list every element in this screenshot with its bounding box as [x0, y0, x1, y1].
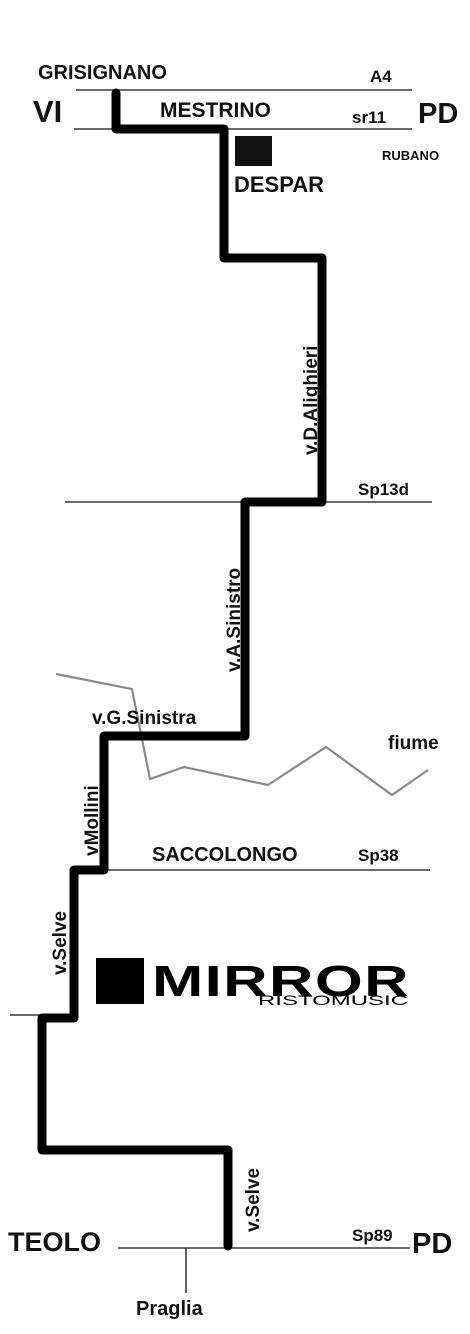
mirror-name: MIRROR [152, 957, 410, 1006]
mirror-marker-icon [96, 958, 144, 1004]
rubano-label: RUBANO [382, 148, 439, 163]
mirror-logo: MIRROR RISTOMUSIC [96, 957, 410, 1008]
saccolongo-label: SACCOLONGO [152, 844, 298, 866]
sp13d-label: Sp13d [358, 480, 409, 499]
pd-top-label: PD [418, 98, 458, 130]
river-line [55, 672, 429, 797]
despar-icon [235, 136, 272, 166]
fiume-label: fiume [388, 733, 439, 754]
g-sinistra-label: v.G.Sinistra [92, 708, 197, 729]
grisignano-label: GRISIGNANO [38, 62, 167, 84]
mirror-subtitle: RISTOMUSIC [258, 992, 408, 1008]
a4-label: A4 [370, 67, 392, 86]
vi-label: VI [33, 94, 62, 129]
sp38-label: Sp38 [358, 846, 399, 865]
sinistro-label: v.A.Sinistro [224, 568, 245, 672]
selve-upper-label: v.Selve [50, 911, 71, 975]
mestrino-label: MESTRINO [160, 99, 271, 122]
alighieri-label: v.D.Alighieri [301, 346, 322, 455]
mollini-label: vMollini [82, 785, 103, 856]
sp89-label: Sp89 [352, 1226, 393, 1245]
selve-lower-label: v.Selve [243, 1168, 264, 1232]
praglia-label: Praglia [136, 1298, 204, 1320]
route-path [37, 88, 327, 1251]
sr11-label: sr11 [352, 108, 386, 127]
teolo-label: TEOLO [8, 1227, 101, 1257]
pd-bottom-label: PD [412, 1228, 452, 1260]
despar-label: DESPAR [234, 172, 324, 197]
